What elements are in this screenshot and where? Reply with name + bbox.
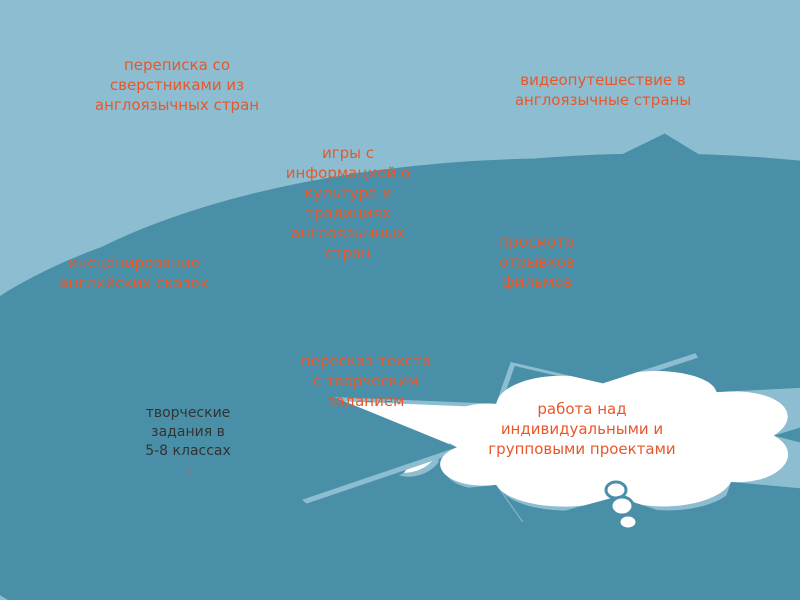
cloud-correspondence-text: переписка со сверстниками из англоязычны…: [94, 56, 260, 114]
cloud-games-text: игры с информацией о культуре и традиция…: [285, 144, 411, 262]
sun-colon: :: [185, 462, 191, 478]
cloud-projects-text: работа над индивидуальными и групповыми …: [488, 400, 676, 458]
cloud-projects: [440, 371, 792, 529]
sun-line-1: творческие: [145, 405, 231, 421]
cloud-retelling-text: пересказ текста с творческим заданием: [300, 352, 432, 410]
cloud-films-text: просмотр отрывков фильмов: [499, 233, 575, 291]
cloud-video-travel-text: видеопутешествие в англоязычные страны: [514, 71, 692, 109]
sun-line-2: задания в: [151, 424, 225, 440]
cloud-staging-text: инсценирование английских сказок: [59, 254, 209, 292]
sun-line-3: 5-8 классах: [145, 443, 231, 459]
sun-center-text: творческие задания в 5-8 классах :: [126, 404, 250, 480]
